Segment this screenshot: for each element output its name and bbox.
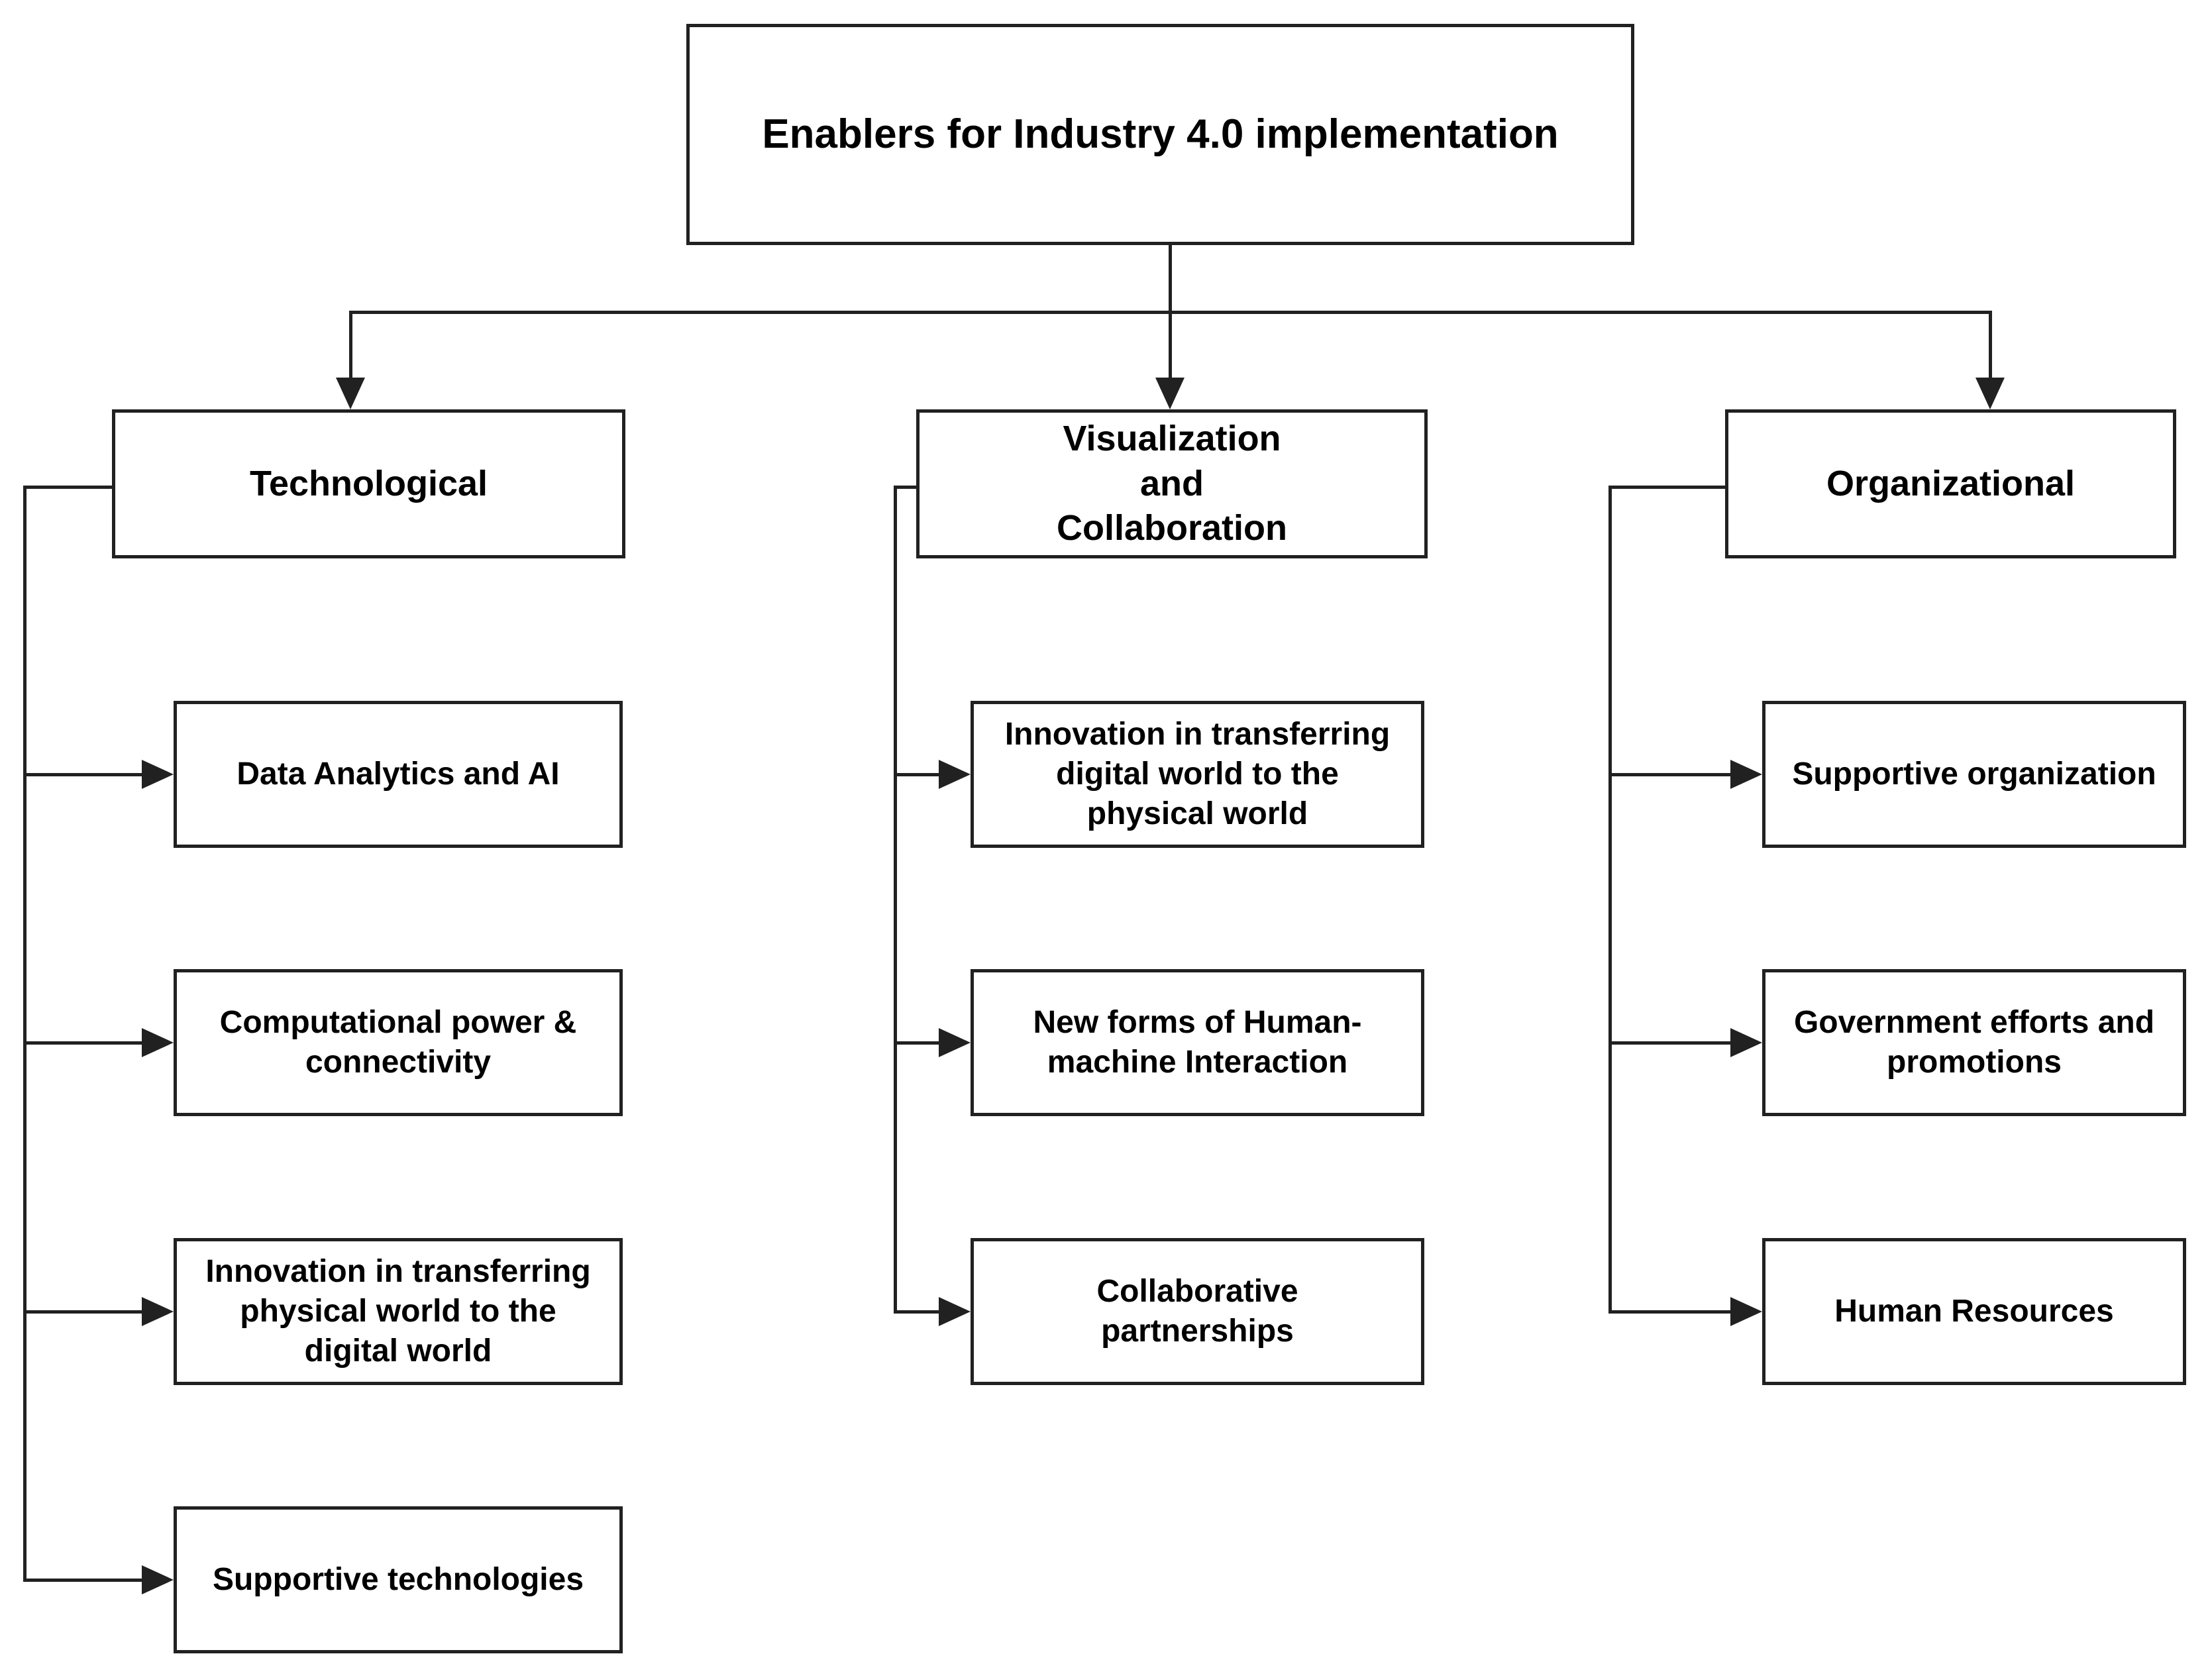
node-human-resources: Human Resources	[1762, 1238, 2186, 1385]
arrowhead-right-government-efforts-icon	[1730, 1028, 1762, 1057]
arrowhead-right-innovation-digital-icon	[939, 760, 971, 789]
node-collaborative-partnerships: Collaborative partnerships	[971, 1238, 1424, 1385]
line-organizational-child-1	[1608, 773, 1730, 776]
arrowhead-down-technological-icon	[336, 378, 365, 409]
node-data-analytics-ai: Data Analytics and AI	[174, 701, 623, 848]
arrowhead-right-computational-power-icon	[142, 1028, 174, 1057]
node-root: Enablers for Industry 4.0 implementation	[686, 24, 1634, 245]
node-new-forms-human-machine-interaction: New forms of Human- machine Interaction	[971, 969, 1424, 1116]
arrowhead-right-innovation-physical-icon	[142, 1297, 174, 1326]
line-visualization-child-3	[894, 1310, 939, 1314]
line-organizational-spine	[1608, 486, 1612, 1314]
arrowhead-right-supportive-organization-icon	[1730, 760, 1762, 789]
node-branch-visualization-collaboration: Visualization and Collaboration	[916, 409, 1428, 558]
node-supportive-technologies: Supportive technologies	[174, 1506, 623, 1653]
arrowhead-right-human-resources-icon	[1730, 1297, 1762, 1326]
line-drop-organizational	[1989, 311, 1992, 381]
line-technological-child-4	[23, 1579, 143, 1582]
node-innovation-physical-to-digital: Innovation in transferring physical worl…	[174, 1238, 623, 1385]
line-branch-distribution	[349, 311, 1992, 314]
line-organizational-child-2	[1608, 1041, 1730, 1045]
line-technological-spine	[23, 486, 26, 1582]
line-visualization-child-1	[894, 773, 939, 776]
arrowhead-right-supportive-technologies-icon	[142, 1565, 174, 1594]
line-technological-child-2	[23, 1041, 143, 1045]
arrowhead-down-organizational-icon	[1975, 378, 2005, 409]
node-supportive-organization: Supportive organization	[1762, 701, 2186, 848]
node-government-efforts-promotions: Government efforts and promotions	[1762, 969, 2186, 1116]
line-technological-child-3	[23, 1310, 143, 1314]
node-branch-technological: Technological	[112, 409, 625, 558]
arrowhead-right-collaborative-partnerships-icon	[939, 1297, 971, 1326]
line-organizational-stub	[1608, 486, 1725, 489]
line-visualization-spine	[894, 486, 897, 1314]
line-organizational-child-3	[1608, 1310, 1730, 1314]
arrowhead-down-visualization-icon	[1155, 378, 1185, 409]
line-drop-technological	[349, 311, 352, 381]
node-innovation-digital-to-physical: Innovation in transferring digital world…	[971, 701, 1424, 848]
line-technological-child-1	[23, 773, 143, 776]
arrowhead-right-human-machine-icon	[939, 1028, 971, 1057]
node-computational-power-connectivity: Computational power & connectivity	[174, 969, 623, 1116]
line-visualization-child-2	[894, 1041, 939, 1045]
node-branch-organizational: Organizational	[1725, 409, 2176, 558]
line-technological-stub	[23, 486, 112, 489]
line-visualization-stub	[894, 486, 916, 489]
arrowhead-right-data-analytics-icon	[142, 760, 174, 789]
